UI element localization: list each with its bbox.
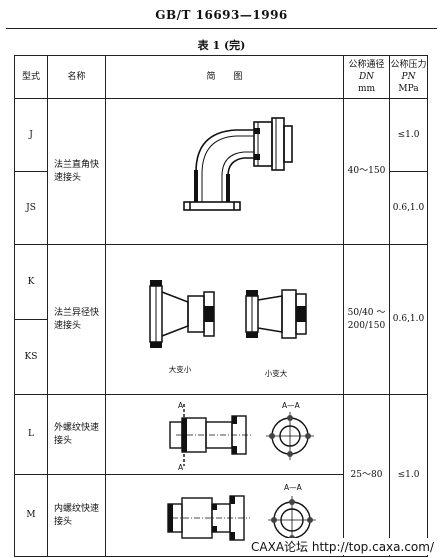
flanged-reducer-figure: 大变小 小变大 [149,279,307,378]
type-cell: M [14,474,48,557]
header-pn-symbol: PN [401,71,416,82]
type-cell: L [14,394,48,475]
header-type: 型式 [14,55,48,99]
header-pn: 公称压力 PN MPa [389,55,428,99]
forum-watermark: CAXA论坛 http://top.caxa.com/ [248,538,437,555]
header-figure: 简 图 [105,55,344,99]
dn-cell: 40～150 [343,98,390,245]
header-dn-label: 公称通径 [348,59,385,70]
pn-cell: 0.6,1.0 [389,244,428,395]
name-cell: 法兰直角快速接头 [47,98,106,245]
dn-cell: 50/40 ～ 200/150 [343,244,390,395]
table-header-row: 型式 名称 简 图 公称通径 DN mm 公称压力 PN MPa [14,55,428,99]
figure-cell-elbow [105,98,344,245]
header-pn-unit: MPa [398,84,419,95]
section-mark-bottom: A [178,463,184,472]
header-pn-label: 公称压力 [390,59,427,70]
standard-header: GB/T 16693—1996 [155,8,288,22]
header-dn: 公称通径 DN mm [343,55,390,99]
flanged-elbow-figure [183,116,293,211]
name-cell: 外螺纹快速接头 [47,394,106,475]
type-cell: KS [14,319,48,395]
type-cell: K [14,244,48,320]
section-view-label: A—A [282,401,301,410]
name-cell: 内螺纹快速接头 [47,474,106,557]
figure-cell-external-thread: A A A—A [105,394,344,475]
pn-cell: ≤1.0 [389,98,428,172]
reducer-small-to-large-label: 小变大 [265,368,288,378]
spec-table: 型式 名称 简 图 公称通径 DN mm 公称压力 PN MPa J 法兰直角快… [14,55,428,557]
type-cell: JS [14,171,48,245]
external-thread-coupling-figure: A A A—A [169,401,314,472]
section-view-label: A—A [284,483,303,492]
type-cell: J [14,98,48,172]
table-row: M 内螺纹快速接头 [14,474,428,557]
dn-cell: 25～80 [343,394,390,557]
section-mark-top: A [178,401,184,410]
table-row: K 法兰异径快速接头 [14,244,428,395]
header-dn-unit: mm [357,84,376,95]
header-rule [6,28,437,29]
name-cell: 法兰异径快速接头 [47,244,106,395]
pn-cell: 0.6,1.0 [389,171,428,245]
table-row: JS 0.6,1.0 [14,171,428,245]
header-name: 名称 [47,55,106,99]
figure-cell-reducer: 大变小 小变大 [105,244,344,395]
table-row: L 外螺纹快速接头 [14,394,428,557]
internal-thread-coupling-figure: A—A [167,483,316,544]
pn-cell: ≤1.0 [389,394,428,557]
table-caption: 表 1 (完) [197,39,246,52]
table-row: J 法兰直角快速接头 [14,98,428,245]
header-dn-symbol: DN [358,71,375,82]
reducer-large-to-small-label: 大变小 [169,364,192,374]
